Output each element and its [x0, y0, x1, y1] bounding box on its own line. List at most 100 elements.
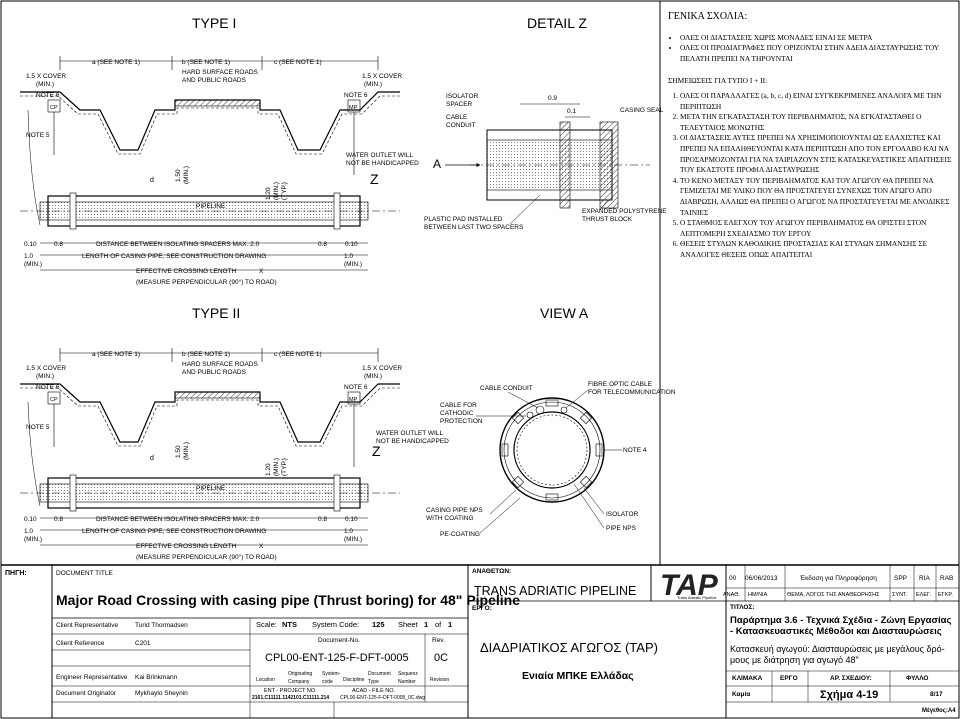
ergo-sub: Ενιαία ΜΠΚΕ Ελλάδας	[522, 670, 634, 682]
t1-effective: EFFECTIVE CROSSING LENGTH	[136, 268, 237, 275]
t2-effective: EFFECTIVE CROSSING LENGTH	[136, 543, 237, 550]
t1-measure: (MEASURE PERPENDICULAR (90°) TO ROAD)	[136, 278, 277, 286]
dz-casing-seal: CASING SEAL	[620, 107, 664, 114]
type2-title: TYPE II	[192, 305, 240, 321]
col-seq-number: Sequenz Number	[398, 671, 418, 685]
t2-cp: CP	[50, 397, 58, 403]
va-pipenps: PIPE NPS	[606, 525, 637, 532]
doc-title: Major Road Crossing with casing pipe (Th…	[56, 592, 521, 608]
notes-list: ΟΛΕΣ ΟΙ ΠΑΡΑΛΛΑΓΕΣ (a, b, c, d) ΕΙΝΑΙ ΣΥ…	[668, 91, 953, 261]
t2-mp: MP	[349, 397, 358, 403]
va-cathodic3: PROTECTION	[440, 418, 483, 425]
titlos: Παράρτημα 3.6 - Τεχνικά Σχέδια - Ζώνη Ερ…	[730, 615, 952, 637]
detailz-drawing: ISOLATOR SPACER CABLE CONDUIT 0.9 0.1 CA…	[424, 93, 667, 231]
t2-z: Z	[372, 443, 381, 459]
eng-rep: Kai Brinkmann	[135, 674, 178, 681]
sheet-label: Sheet	[398, 620, 418, 629]
t2-d010l: 0.10	[24, 516, 37, 523]
t2-pipeline: PIPELINE	[196, 485, 226, 492]
dz-spacer: SPACER	[446, 101, 473, 108]
t1-note6-r: NOTE 6	[344, 92, 368, 99]
doc-orig-label: Document Originator	[56, 690, 116, 697]
tap-logo-sub: Trans Adriatic Pipeline	[677, 595, 717, 600]
dz-exp2: THRUST BLOCK	[582, 216, 633, 223]
rev-label: Rev.	[432, 637, 445, 644]
dz-conduit: CONDUIT	[446, 122, 476, 129]
acad-label: ACAD - FILE NO.	[352, 688, 396, 694]
dz-d09: 0.9	[548, 95, 557, 102]
doc-orig: Mykhaylo Sheynin	[135, 690, 188, 697]
t1-casing-len: LENGTH OF CASING PIPE, SEE CONSTRUCTION …	[82, 253, 266, 260]
rev-date: 06/06/2013	[745, 575, 778, 582]
t2-d10r: 1.0	[344, 528, 353, 535]
col-revision: Revision	[430, 677, 450, 683]
dz-a: A	[433, 157, 441, 171]
t1-hard-1: HARD SURFACE ROADS	[182, 69, 259, 76]
acad: CPL00-ENT-125-F-DFT-0005_0C.dwg	[340, 695, 426, 701]
t2-cover-l2: (MIN.)	[36, 373, 54, 380]
rev-b: RIA	[919, 575, 930, 582]
t1-d10l: 1.0	[24, 253, 33, 260]
va-note4: NOTE 4	[623, 447, 647, 454]
t1-z: Z	[370, 171, 379, 187]
ergo2-label: ΕΡΓΟ	[780, 675, 798, 682]
notes-bullets: ΟΛΕΣ ΟΙ ΔΙΑΣΤΑΣΕΙΣ ΧΩΡΙΣ ΜΟΝΑΔΕΣ ΕΙΝΑΙ Σ…	[668, 33, 953, 65]
t2-120typ: (TYP.)	[281, 458, 288, 476]
t2-hard-2: AND PUBLIC ROADS	[182, 369, 247, 376]
t1-d010l: 0.10	[24, 241, 37, 248]
t1-d10r: 1.0	[344, 253, 353, 260]
type1-drawing: TYPE I DETAIL Z a (SEE NOTE 1) b (SEE NO…	[20, 15, 587, 286]
t1-x: X	[259, 268, 264, 275]
t1-mp: MP	[349, 105, 358, 111]
dz-plastic1: PLASTIC PAD INSTALLED	[424, 216, 503, 223]
t1-minr: (MIN.)	[344, 261, 362, 268]
general-notes: ΓΕΝΙΚΑ ΣΧΟΛΙΑ: ΟΛΕΣ ΟΙ ΔΙΑΣΤΑΣΕΙΣ ΧΩΡΙΣ …	[668, 11, 953, 261]
t2-note5: NOTE 5	[26, 424, 50, 431]
docno-label: Document-No.	[318, 637, 360, 644]
t1-water2: NOT BE HANDICAPPED	[346, 160, 419, 167]
anatheton: TRANS ADRIATIC PIPELINE	[474, 584, 637, 598]
notes-item: ΘΕΣΕΙΣ ΣΤΥΛΩΝ ΚΑΘΟΔΙΚΗΣ ΠΡΟΣΤΑΣΙΑΣ ΚΑΙ Σ…	[680, 239, 953, 260]
t2-minr: (MIN.)	[344, 536, 362, 543]
va-cathodic1: CABLE FOR	[440, 402, 477, 409]
ar-sxediou-label: ΑΡ. ΣΧΕΔΙΟΥ:	[830, 675, 872, 682]
col-system-code: System- code	[322, 671, 341, 685]
t1-d: d	[150, 177, 154, 184]
titlos2: Κατασκευή αγωγού: Διασταυρώσεις με μεγάλ…	[730, 644, 945, 665]
notes-item: Ο ΣΤΑΘΜΟΣ ΕΛΕΓΧΟΥ ΤΟΥ ΑΓΩΓΟΥ ΠΕΡΙΒΛΗΜΑΤΟ…	[680, 218, 953, 239]
t1-dim-c: c (SEE NOTE 1)	[274, 59, 322, 66]
notes-bullet: ΟΛΕΣ ΟΙ ΠΡΟΔΙΑΓΡΑΦΕΣ ΠΟΥ ΟΡΙΖΟΝΤΑΙ ΣΤΗΝ …	[680, 43, 953, 64]
tap-logo-text: TAP	[660, 569, 719, 602]
t1-hard-2: AND PUBLIC ROADS	[182, 77, 247, 84]
rev-num: 00	[729, 575, 737, 582]
tap-logo: TAP Trans Adriatic Pipeline	[660, 569, 719, 602]
sys-code-value: 125	[372, 620, 385, 629]
col-discipline: Discipline	[343, 677, 365, 683]
rev-hdr-desc: ΘΕΜΑ, ΛΟΓΟΣ ΤΗΣ ΑΝΑΘΕΩΡΗΣΗΣ	[787, 592, 880, 598]
fyllo: 8/17	[930, 691, 943, 698]
t2-d10l: 1.0	[24, 528, 33, 535]
va-isolator: ISOLATOR	[606, 511, 639, 518]
t1-dim-a: a (SEE NOTE 1)	[92, 59, 140, 66]
titlos-label: ΤΙΤΛΟΣ:	[730, 604, 755, 611]
anatheton-label: ΑΝΑΘΕΤΩΝ:	[472, 568, 512, 575]
fyllo-label: ΦΥΛΛΟ	[906, 675, 929, 682]
ergo-label: ΕΡΓΟ:	[472, 605, 492, 612]
va-fibre2: FOR TELECOMMUNICATION	[588, 389, 676, 396]
t1-spacers: DISTANCE BETWEEN ISOLATING SPACERS MAX. …	[96, 241, 260, 248]
notes-header: ΓΕΝΙΚΑ ΣΧΟΛΙΑ:	[668, 11, 748, 22]
t2-water1: WATER OUTLET WILL	[376, 430, 443, 437]
t1-cover-r2: (MIN.)	[364, 81, 382, 88]
t2-measure: (MEASURE PERPENDICULAR (90°) TO ROAD)	[136, 553, 277, 561]
va-fibre1: FIBRE OPTIC CABLE	[588, 381, 653, 388]
klimaka-label: ΚΛΙΜΑΚΑ	[732, 675, 763, 682]
t1-d010r: 0.10	[345, 241, 358, 248]
titleblock-frame	[51, 565, 959, 718]
t2-hard-1: HARD SURFACE ROADS	[182, 361, 259, 368]
t2-minl: (MIN.)	[24, 536, 42, 543]
klimaka: Καμία	[732, 691, 751, 698]
ent-project: 2161.C11111.1142101.C11111.214	[252, 695, 330, 701]
sxima: Σχήμα 4-19	[820, 689, 879, 701]
client-ref: C201	[135, 640, 151, 647]
